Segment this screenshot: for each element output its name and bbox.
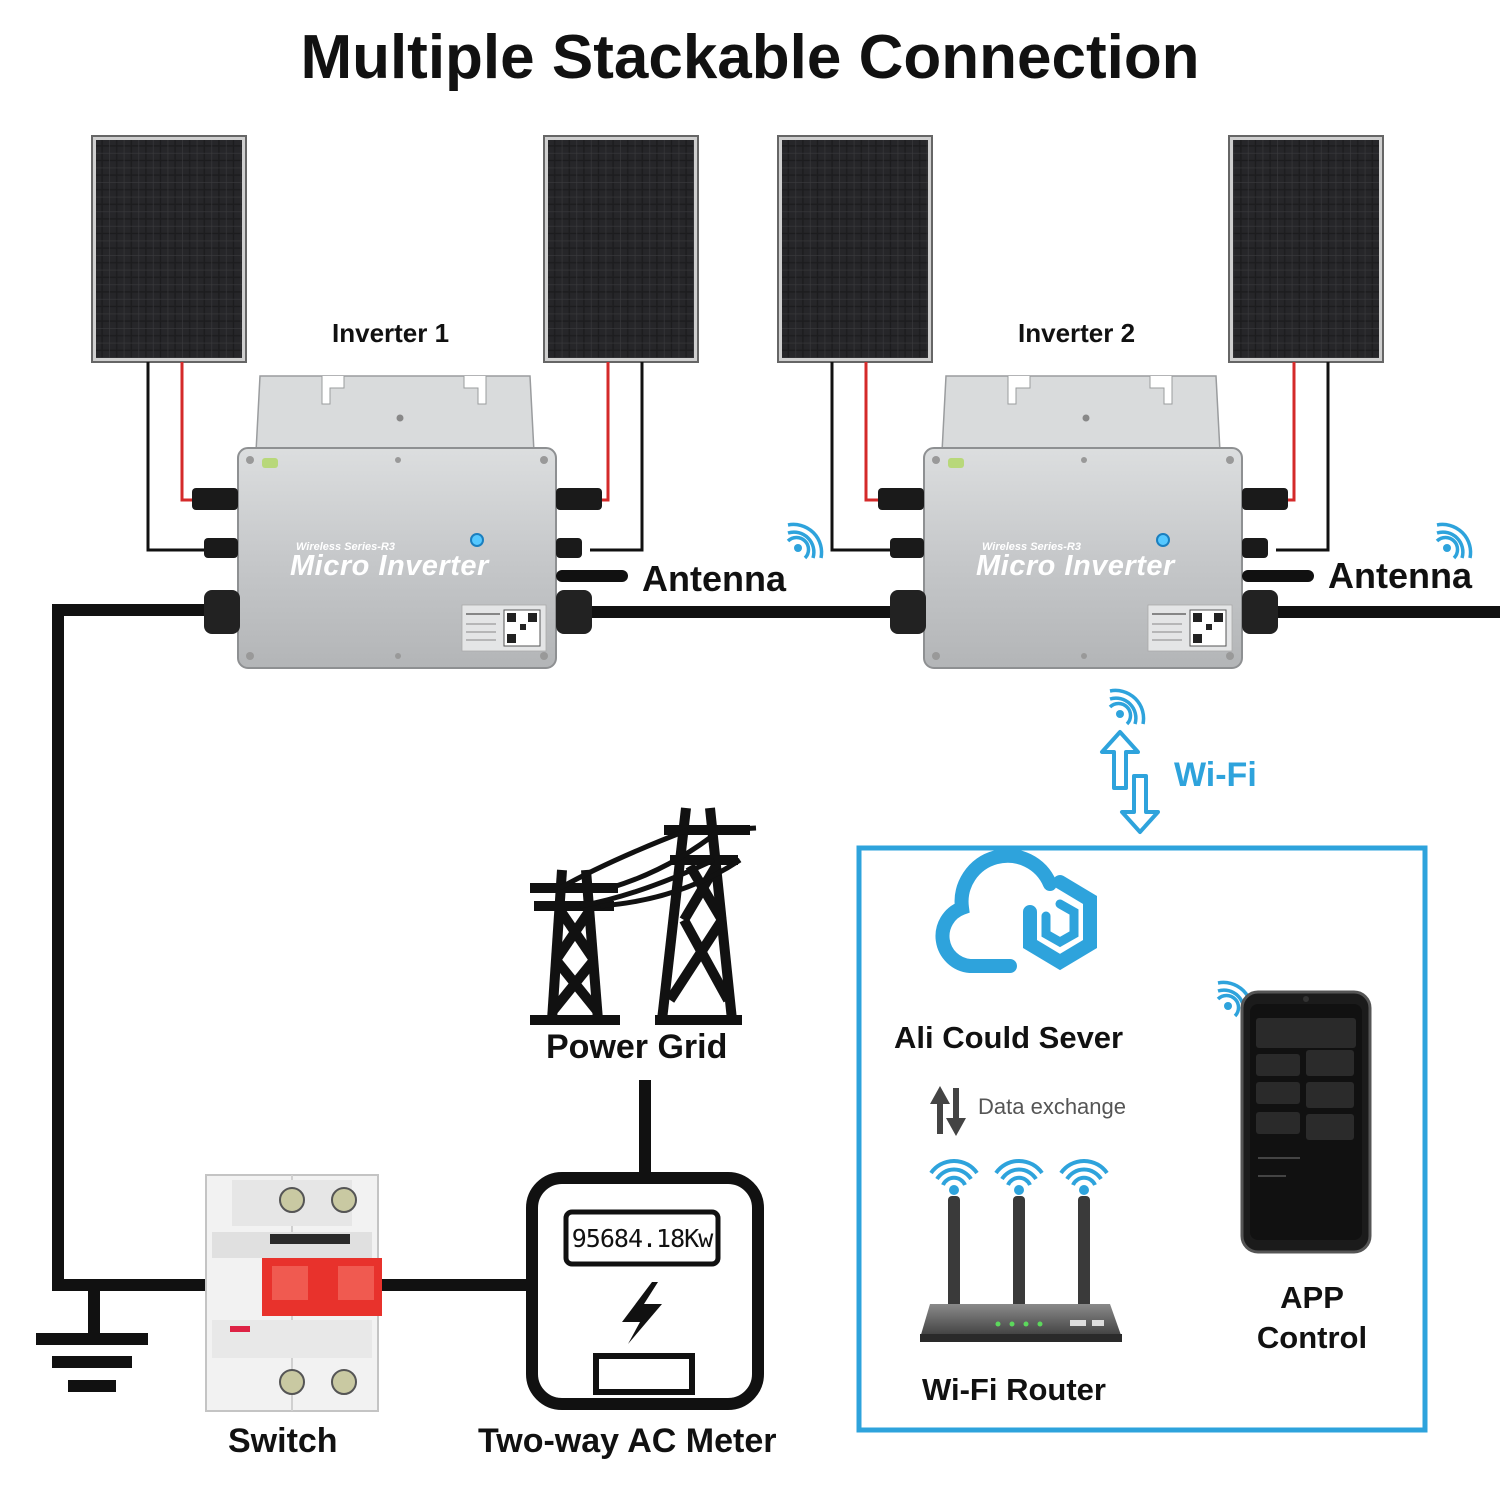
solar-panel-icon	[543, 135, 699, 363]
power-grid-label: Power Grid	[546, 1028, 728, 1066]
inverter-1-product: Micro Inverter	[290, 550, 489, 582]
inverter-1-label: Inverter 1	[332, 318, 450, 348]
router-label: Wi-Fi Router	[922, 1372, 1106, 1407]
wifi-link-label: Wi-Fi	[1174, 756, 1257, 794]
inverter-2-series: Wireless Series-R3	[982, 541, 1081, 553]
circuit-breaker-icon	[205, 1174, 382, 1412]
antenna-2-label: Antenna	[1328, 555, 1472, 596]
smartphone-icon	[1240, 990, 1372, 1254]
inverter-2-label: Inverter 2	[1018, 318, 1136, 348]
switch-label: Switch	[228, 1422, 338, 1460]
ac-bus-cable	[52, 604, 1500, 1291]
wifi-signal-icon	[994, 1158, 1044, 1197]
wifi-signal-icon	[1059, 1158, 1109, 1197]
page-title: Multiple Stackable Connection	[300, 23, 1200, 92]
inverter-2-product: Micro Inverter	[976, 550, 1175, 582]
ground-icon	[36, 1285, 148, 1392]
wifi-signal-icon	[786, 522, 824, 560]
micro-inverter-icon	[878, 375, 1314, 669]
app-label-line1: APP	[1280, 1280, 1344, 1315]
app-label-line2: Control	[1256, 1320, 1368, 1355]
power-lines	[558, 825, 757, 909]
meter-label: Two-way AC Meter	[478, 1422, 777, 1460]
solar-panel-icon	[1228, 135, 1384, 363]
wifi-signal-icon	[1108, 688, 1146, 726]
inverter-1-series: Wireless Series-R3	[296, 541, 395, 553]
double-arrow-icon	[1100, 730, 1160, 834]
antenna-1-label: Antenna	[642, 558, 786, 599]
solar-panel-icon	[91, 135, 247, 363]
data-exchange-label: Data exchange	[978, 1094, 1126, 1119]
router-icon	[920, 1196, 1122, 1342]
micro-inverter-icon	[192, 375, 628, 669]
wifi-signal-icon	[929, 1158, 979, 1197]
wifi-signal-icon	[1435, 522, 1473, 560]
cloud-icon	[935, 848, 1097, 973]
network-box	[856, 845, 1428, 1433]
electric-meter-icon	[526, 1172, 764, 1410]
transmission-tower-icon	[530, 807, 750, 1025]
data-exchange-icon	[930, 1086, 966, 1136]
solar-panel-icon	[777, 135, 933, 363]
meter-reading: 95684.18Kw	[571, 1223, 714, 1253]
cloud-server-label: Ali Could Sever	[894, 1020, 1124, 1055]
